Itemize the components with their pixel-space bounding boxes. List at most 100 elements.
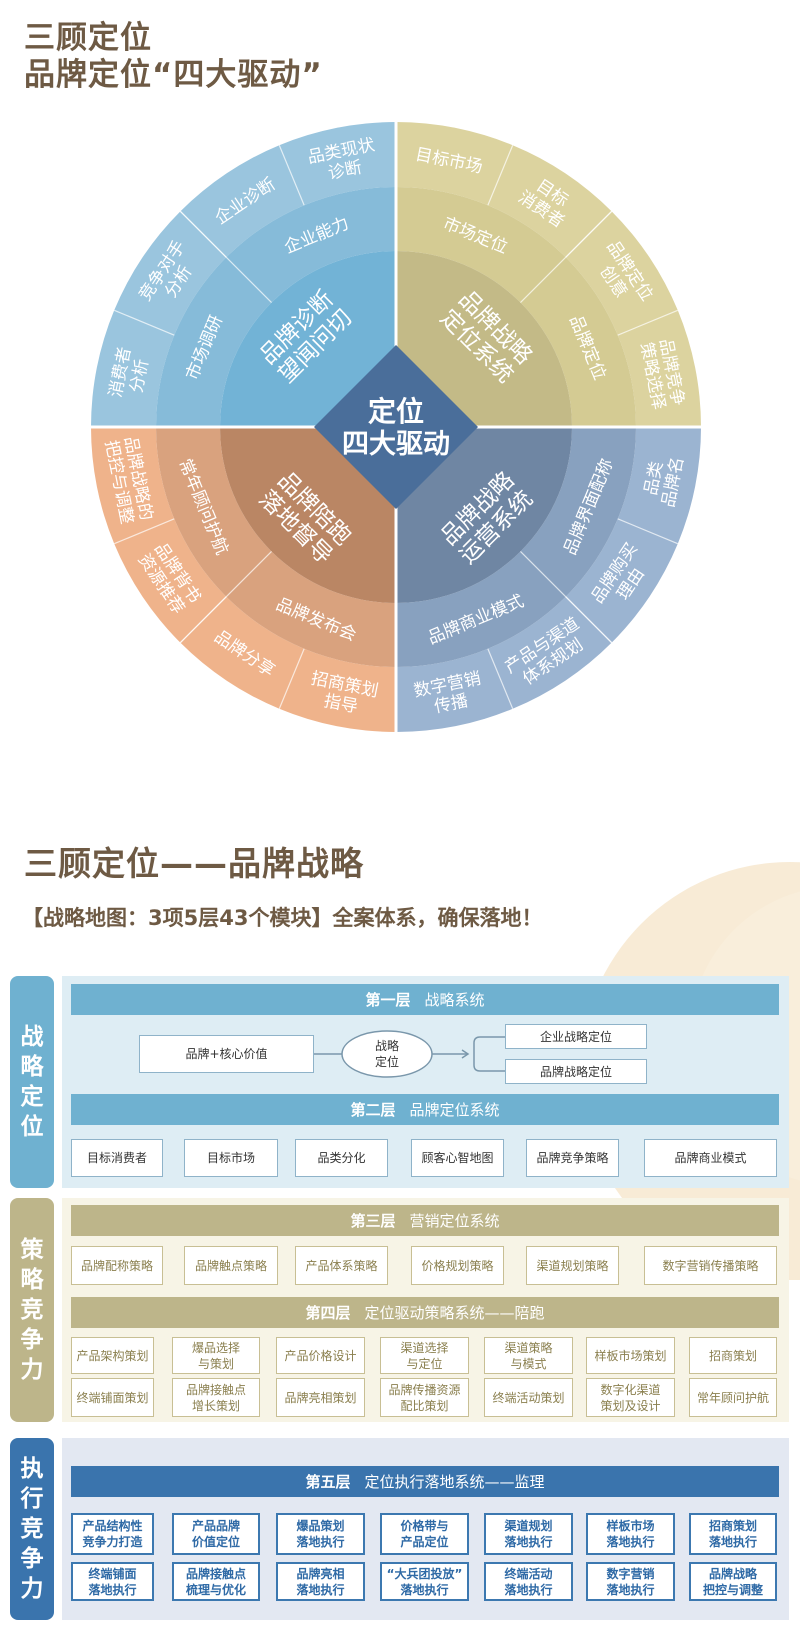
section-label-1: 战略定位 [10, 976, 54, 1188]
middle-ring-bottom-left [156, 427, 396, 667]
layer5-module: 终端活动落地执行 [484, 1562, 573, 1601]
box-line: 招商策划 [708, 1348, 757, 1363]
section-label-text: 执行竞争力 [20, 1456, 44, 1602]
segment-divider [278, 144, 305, 206]
source-box: 品牌+核心价值 [139, 1035, 314, 1073]
box-line: 品牌接触点 [185, 1566, 246, 1581]
hub-ellipse-label: 战略定位 [342, 1038, 432, 1070]
outer-ring-bottom-right [396, 427, 701, 732]
layer4-module: 产品架构策划 [71, 1337, 154, 1374]
box-line: 落地执行 [88, 1582, 137, 1597]
four-drivers-wheel: 消费者分析竞争对手分析企业诊断品类现状诊断市场调研企业能力品牌诊断望闻问切目标市… [91, 122, 701, 732]
box-line: 招商策划 [708, 1519, 757, 1533]
inner-sector-top-left [220, 251, 396, 427]
layer3-module: 渠道规划策略 [526, 1246, 619, 1285]
strategy-subtitle: 【战略地图：3项5层43个模块】全案体系，确保落地！ [22, 906, 543, 930]
outer-ring-top-right [396, 122, 701, 427]
box-line: 品牌传播资源 [388, 1382, 461, 1397]
layer4-module: 产品价格设计 [276, 1337, 365, 1374]
box-line: 产品价格设计 [284, 1348, 357, 1363]
box-line: 与策划 [197, 1356, 234, 1371]
layer5-module: 终端铺面落地执行 [71, 1562, 154, 1601]
segment-divider [487, 648, 514, 710]
layer4-module: 招商策划 [689, 1337, 777, 1374]
layer3-module: 品牌触点策略 [184, 1246, 278, 1285]
box-line: 数字化渠道 [600, 1382, 661, 1397]
layer5-module: 样板市场落地执行 [586, 1513, 675, 1555]
section-label-text: 战略定位 [20, 1024, 44, 1140]
layer-number: 第四层 [305, 1304, 351, 1322]
layer-number: 第五层 [305, 1473, 351, 1491]
segment-divider [520, 210, 613, 303]
box-line: 梳理与优化 [185, 1582, 246, 1597]
box-line: 价值定位 [191, 1535, 240, 1549]
layer5-module: 招商策划落地执行 [689, 1513, 777, 1555]
layer-number: 第二层 [350, 1101, 396, 1119]
layer4-module: 终端铺面策划 [71, 1378, 154, 1417]
segment-divider [179, 551, 272, 644]
segment-divider [278, 648, 305, 710]
layer4-module: 数字化渠道策划及设计 [586, 1378, 675, 1417]
layer5-module: 产品结构性竞争力打造 [71, 1513, 154, 1555]
page-subtitle: 品牌定位“四大驱动” [24, 57, 323, 93]
box-line: 产品结构性 [82, 1519, 143, 1533]
segment-divider [617, 309, 679, 336]
section-label-3: 执行竞争力 [10, 1438, 54, 1620]
layer4-module: 品牌接触点增长策划 [172, 1378, 260, 1417]
segment-divider [520, 551, 613, 644]
layer3-module: 价格规划策略 [411, 1246, 504, 1285]
layer2-module: 顾客心智地图 [411, 1139, 504, 1177]
box-line: 渠道选择 [400, 1340, 449, 1355]
box-line: 渠道策略 [504, 1340, 553, 1355]
box-line: 落地执行 [296, 1582, 345, 1597]
box-line: 落地执行 [504, 1535, 553, 1549]
middle-ring-top-left [156, 187, 396, 427]
layer2-module: 品类分化 [295, 1139, 388, 1177]
box-line: 终端铺面 [88, 1566, 137, 1581]
layer3-module: 品牌配称策略 [71, 1246, 163, 1285]
box-line: 增长策划 [191, 1398, 240, 1413]
segment-divider [113, 309, 175, 336]
layer2-module: 品牌商业模式 [644, 1139, 777, 1177]
segment-divider [179, 210, 272, 303]
box-line: 样板市场 [606, 1519, 655, 1533]
box-line: 常年顾问护航 [696, 1390, 769, 1405]
layer4-module: 爆品选择与策划 [172, 1337, 260, 1374]
layer5-header: 第五层定位执行落地系统——监理 [71, 1466, 779, 1497]
section-label-text: 策略竞争力 [20, 1237, 44, 1383]
layer5-module: 品牌亮相落地执行 [276, 1562, 365, 1601]
layer5-module: 渠道规划落地执行 [484, 1513, 573, 1555]
section-label-2: 策略竞争力 [10, 1198, 54, 1422]
box-line: 品牌亮相策划 [284, 1390, 357, 1405]
box-line: 价格带与 [400, 1519, 449, 1533]
center-diamond [314, 345, 478, 509]
box-line: 终端活动 [504, 1566, 553, 1581]
box-line: 产品品牌 [191, 1519, 240, 1533]
segment-divider [487, 144, 514, 206]
layer5-module: “大兵团投放”落地执行 [380, 1562, 469, 1601]
box-line: 落地执行 [400, 1582, 449, 1597]
box-line: 品牌接触点 [185, 1382, 246, 1397]
layer5-module: 品牌战略把控与调整 [689, 1562, 777, 1601]
layer-name: 战略系统 [424, 991, 485, 1009]
middle-ring-top-right [396, 187, 636, 427]
layer3-header: 第三层营销定位系统 [71, 1205, 779, 1236]
center-label: 四大驱动 [342, 429, 450, 460]
middle-ring-bottom-right [396, 427, 636, 667]
layer-number: 第三层 [350, 1212, 396, 1230]
layer4-module: 品牌传播资源配比策划 [380, 1378, 469, 1417]
inner-sector-top-right [396, 251, 572, 427]
box-line: 产品架构策划 [76, 1348, 149, 1363]
box-line: 把控与调整 [702, 1582, 763, 1597]
box-line: 品牌战略 [708, 1566, 757, 1581]
box-line: 渠道规划 [504, 1519, 553, 1533]
hub-line: 定位 [374, 1055, 399, 1069]
layer4-module: 样板市场策划 [586, 1337, 675, 1374]
layer5-module: 爆品策划落地执行 [276, 1513, 365, 1555]
box-line: 爆品选择 [191, 1340, 240, 1355]
box-line: 终端铺面策划 [76, 1390, 149, 1405]
segment-divider [113, 518, 175, 545]
outer-ring-bottom-left [91, 427, 396, 732]
layer2-module: 品牌竞争策略 [526, 1139, 619, 1177]
outer-ring-top-left [91, 122, 396, 427]
